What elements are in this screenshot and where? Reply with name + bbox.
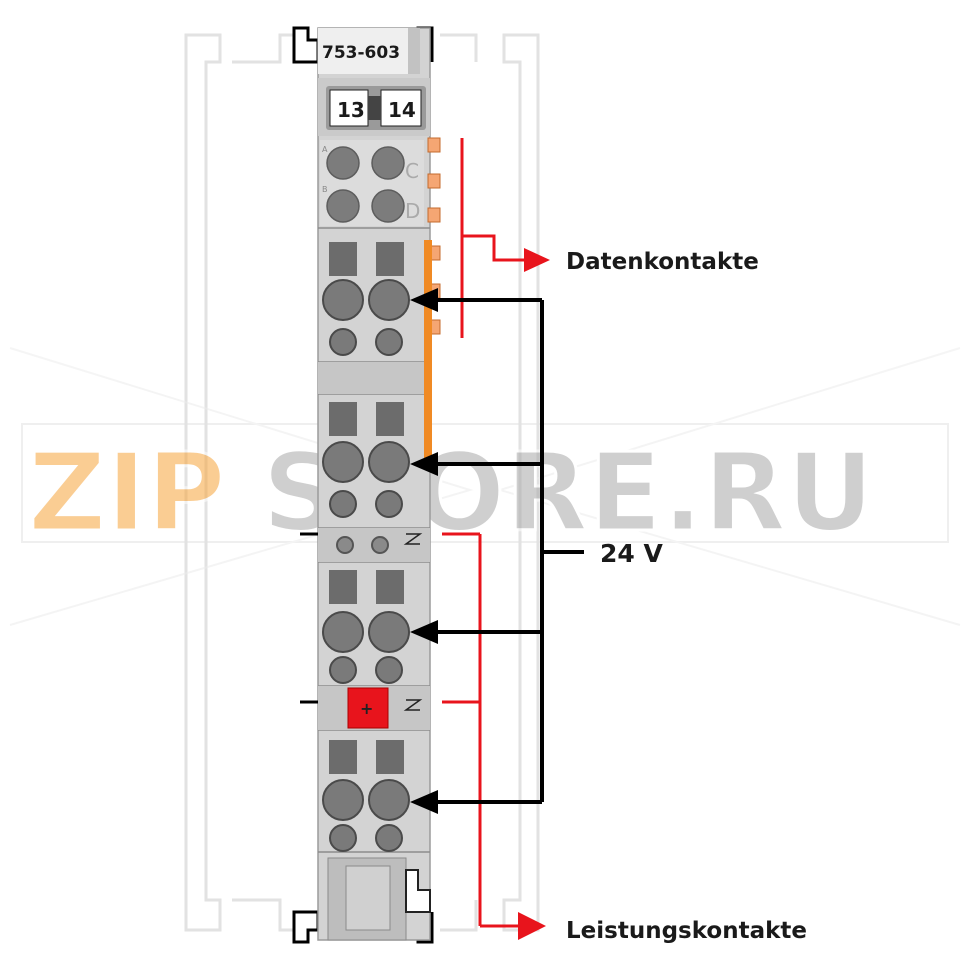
plus-symbol: + xyxy=(360,699,373,718)
marker-13: 13 xyxy=(337,98,365,122)
power-contacts-bracket xyxy=(442,532,522,928)
data-contacts-bracket xyxy=(460,138,528,338)
letter-c: C xyxy=(405,159,419,183)
led-b xyxy=(326,189,360,223)
left-markers xyxy=(300,532,318,704)
letter-d: D xyxy=(405,199,420,223)
watermark: ZIP STORE.RU xyxy=(9,347,961,626)
terminal-block-2 xyxy=(322,402,410,518)
supply-arrows xyxy=(410,288,438,814)
din-rail-outline xyxy=(184,33,540,932)
supply-bus xyxy=(430,298,584,804)
terminal-block-4 xyxy=(322,740,410,852)
part-number: 753-603 xyxy=(322,43,400,63)
release-latch xyxy=(327,857,431,941)
label-power-contacts: Leistungskontakte xyxy=(566,918,807,944)
terminal-block-1 xyxy=(322,242,410,356)
led-a xyxy=(326,146,360,180)
watermark-text-orange: ZIP xyxy=(28,431,226,556)
marker-14: 14 xyxy=(388,98,416,122)
power-contact-bar xyxy=(424,240,432,470)
data-arrow xyxy=(524,248,550,272)
letter-b: B xyxy=(322,185,328,194)
label-data-contacts: Datenkontakte xyxy=(566,249,759,275)
small-indicators xyxy=(336,533,423,711)
led-d xyxy=(371,189,405,223)
label-supply-voltage: 24 V xyxy=(600,539,663,568)
terminal-block-3 xyxy=(322,570,410,684)
power-arrow xyxy=(518,912,546,940)
letter-a: A xyxy=(322,145,328,154)
plus-block: + xyxy=(347,687,389,729)
led-c xyxy=(371,146,405,180)
